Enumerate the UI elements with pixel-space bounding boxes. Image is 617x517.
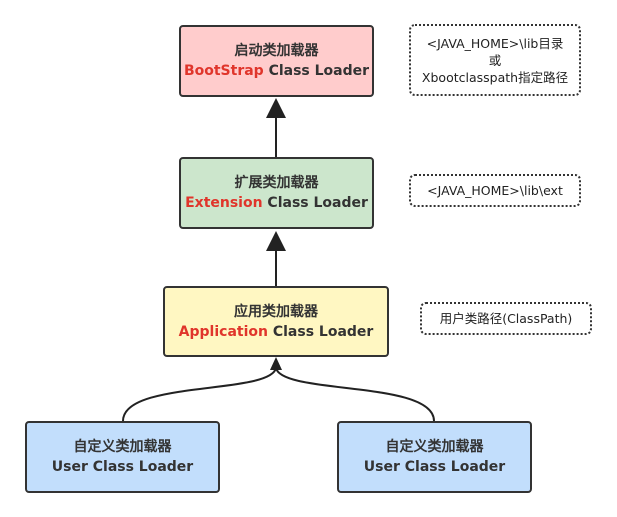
application-name-rest: Class Loader xyxy=(267,323,374,340)
user-loader-right-box: 自定义类加载器 User Class Loader xyxy=(337,421,532,493)
bootstrap-loader-name: BootStrap Class Loader xyxy=(184,61,369,81)
extension-path-note: <JAVA_HOME>\lib\ext xyxy=(409,174,581,207)
bootstrap-path-note: <JAVA_HOME>\lib目录 或 Xbootclasspath指定路径 xyxy=(409,24,581,96)
application-loader-name: Application Class Loader xyxy=(179,322,374,342)
extension-name-highlight: Extension xyxy=(185,195,263,211)
application-name-highlight: Application xyxy=(178,323,268,340)
application-loader-title: 应用类加载器 xyxy=(234,303,318,320)
extension-loader-box: 扩展类加载器 Extension Class Loader xyxy=(179,157,374,229)
bootstrap-loader-title: 启动类加载器 xyxy=(234,43,319,59)
bootstrap-note-line2: 或 xyxy=(488,52,502,68)
bootstrap-note-line1: <JAVA_HOME>\lib目录 xyxy=(426,35,564,51)
user-loader-right-name: User Class Loader xyxy=(363,459,506,475)
extension-name-rest: Class Loader xyxy=(262,195,368,211)
extension-note-line1: <JAVA_HOME>\lib\ext xyxy=(427,183,563,198)
bootstrap-name-rest: Class Loader xyxy=(263,63,370,79)
extension-loader-title: 扩展类加载器 xyxy=(234,175,319,191)
user-loader-left-box: 自定义类加载器 User Class Loader xyxy=(25,421,220,493)
bootstrap-note-line3: Xbootclasspath指定路径 xyxy=(421,69,569,85)
bootstrap-loader-box: 启动类加载器 BootStrap Class Loader xyxy=(179,25,374,97)
application-path-note: 用户类路径(ClassPath) xyxy=(420,302,592,335)
application-loader-box: 应用类加载器 Application Class Loader xyxy=(163,286,389,357)
application-note-line1: 用户类路径(ClassPath) xyxy=(439,311,573,326)
arrow-head-application xyxy=(270,357,282,370)
user-loader-left-title: 自定义类加载器 xyxy=(73,439,172,455)
user-loader-left-name: User Class Loader xyxy=(51,459,194,475)
arrow-user-right-to-application xyxy=(275,367,435,422)
extension-loader-name: Extension Class Loader xyxy=(185,193,368,213)
arrow-user-left-to-application xyxy=(122,367,277,422)
bootstrap-name-highlight: BootStrap xyxy=(183,63,264,79)
user-loader-right-title: 自定义类加载器 xyxy=(385,439,484,455)
